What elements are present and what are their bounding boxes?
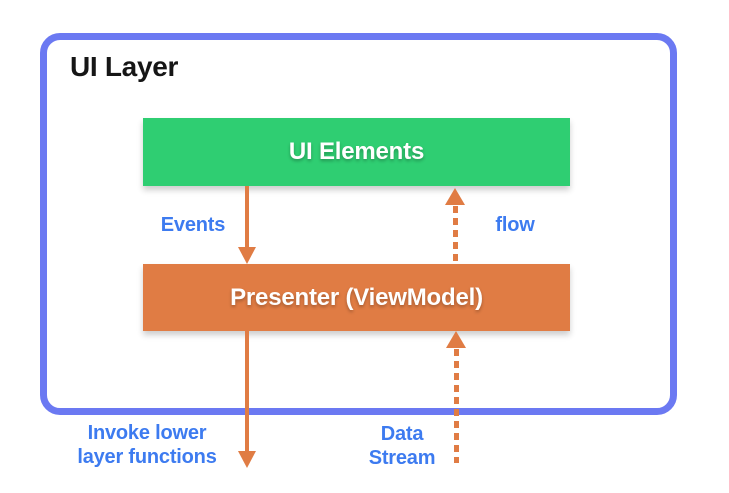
data-stream-label-line2: Stream — [368, 447, 436, 469]
data-stream-arrow-line — [454, 349, 459, 463]
ui-layer-container — [40, 33, 677, 415]
ui-elements-node: UI Elements — [143, 118, 570, 186]
ui-layer-title: UI Layer — [70, 51, 179, 82]
invoke-arrow-label: Invoke lower layer functions — [47, 421, 247, 469]
ui-elements-label: UI Elements — [288, 138, 425, 165]
data-stream-arrowhead-icon — [446, 331, 466, 348]
invoke-arrowhead-icon — [238, 451, 256, 468]
invoke-label-line2: layer functions — [77, 446, 217, 468]
data-stream-arrow-label: Data Stream — [302, 422, 502, 470]
invoke-label-line1: Invoke lower — [87, 422, 207, 444]
flow-arrowhead-icon — [445, 188, 465, 205]
events-arrow-label: Events — [160, 214, 226, 236]
data-stream-label-line1: Data — [380, 423, 424, 445]
presenter-node: Presenter (ViewModel) — [143, 264, 570, 331]
presenter-label: Presenter (ViewModel) — [230, 283, 483, 311]
events-arrowhead-icon — [238, 247, 256, 264]
flow-arrow-label: flow — [495, 214, 535, 236]
events-arrow-line — [245, 186, 249, 248]
invoke-arrow-line — [245, 331, 249, 452]
flow-arrow-line — [453, 206, 458, 263]
